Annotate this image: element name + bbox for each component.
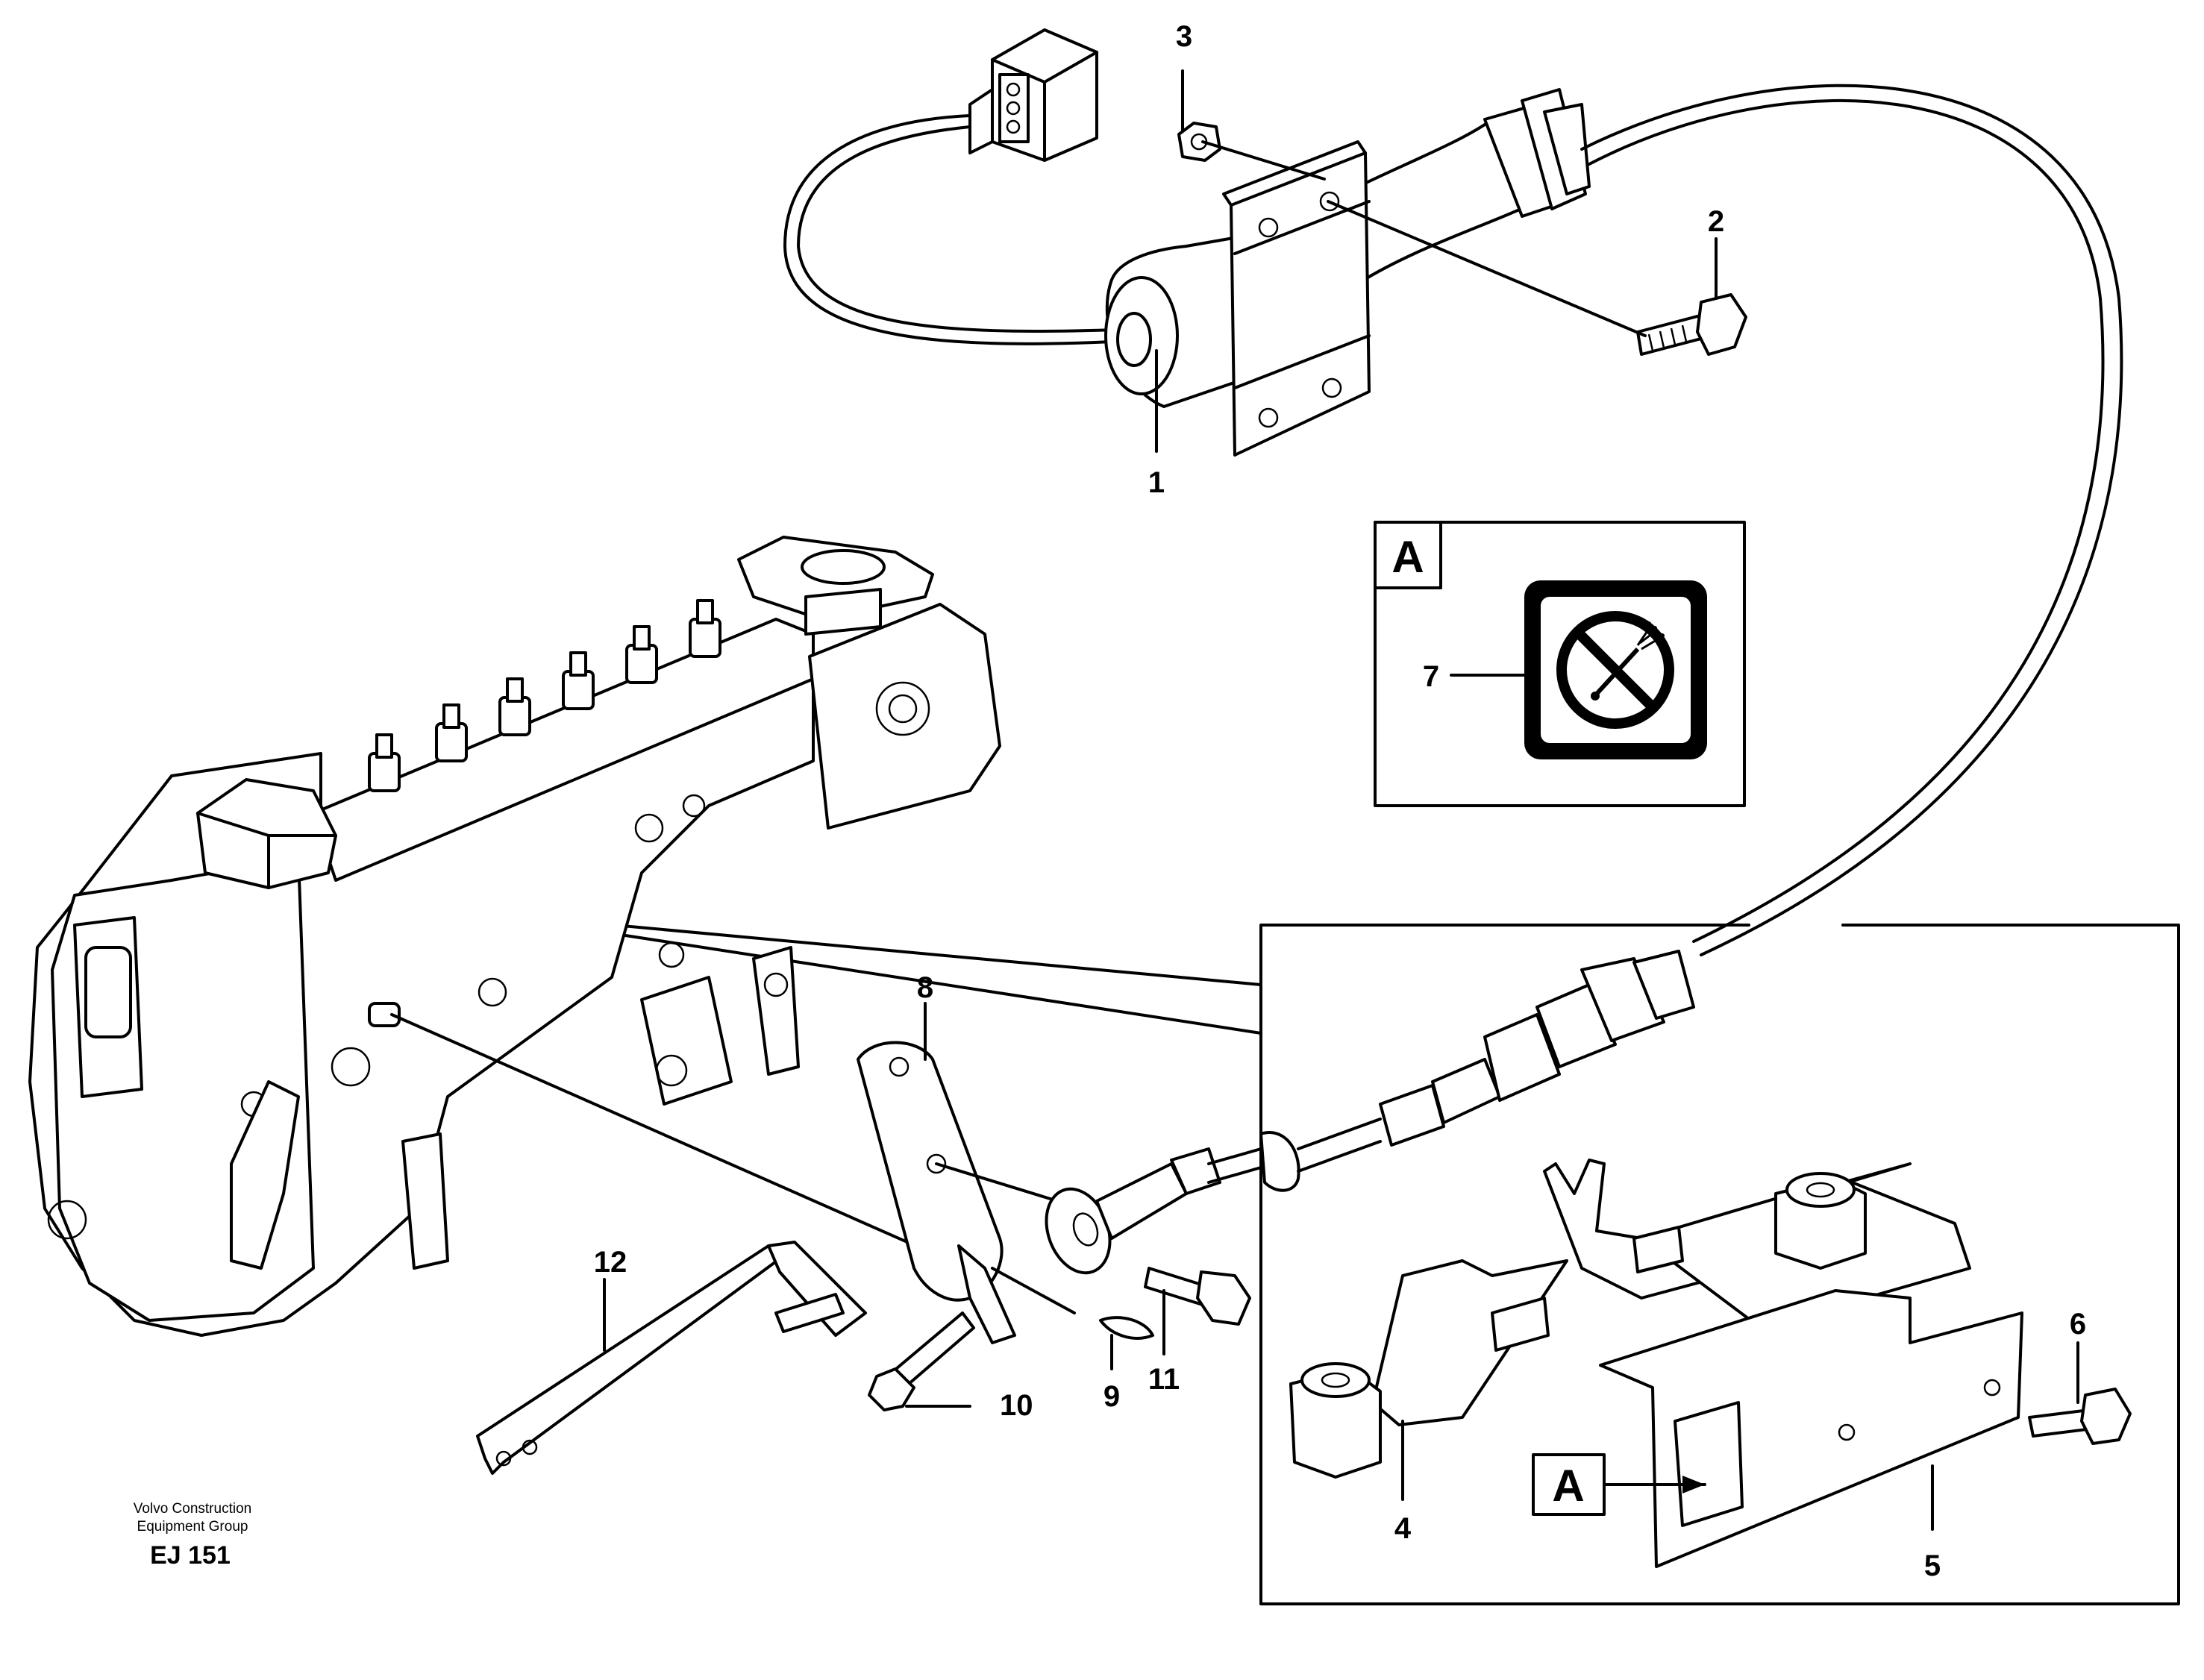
bolt-part-6 xyxy=(2028,1388,2132,1445)
decal-part-7 xyxy=(1524,580,1707,759)
footer-company-line2: Equipment Group xyxy=(137,1519,248,1535)
detail-marker-a: A xyxy=(1391,532,1424,582)
cable-end xyxy=(1045,950,1695,1275)
bolt-part-2 xyxy=(1636,293,1747,356)
stop-solenoid xyxy=(1104,88,1591,457)
connector-plug xyxy=(968,28,1098,162)
callout-8: 8 xyxy=(917,971,933,1004)
callout-11: 11 xyxy=(1148,1363,1180,1396)
footer-company-line1: Volvo Construction xyxy=(134,1501,251,1517)
clip-part-9 xyxy=(1099,1316,1154,1340)
control-cable xyxy=(1580,84,2123,956)
callout-3: 3 xyxy=(1176,20,1192,53)
lever-part-8 xyxy=(857,1041,1016,1344)
callout-leaders xyxy=(603,69,2079,1531)
callout-5: 5 xyxy=(1924,1549,1941,1582)
cover-plate-part-5 xyxy=(1599,1289,2023,1568)
fork-bracket-part-4 xyxy=(1289,1159,1971,1479)
solenoid-wire xyxy=(783,114,1158,345)
nut-part-3 xyxy=(1177,122,1221,162)
bolt-part-11 xyxy=(1144,1267,1251,1326)
no-pressure-washing-icon xyxy=(1556,611,1674,729)
callout-6: 6 xyxy=(2070,1308,2086,1341)
detail-box-a xyxy=(1374,521,1746,807)
callout-10: 10 xyxy=(1000,1389,1033,1422)
injection-pump xyxy=(28,536,1001,1337)
detail-frame xyxy=(1259,924,2180,1605)
bracket-part-12 xyxy=(476,1241,867,1475)
bolt-part-10 xyxy=(868,1311,975,1411)
callout-7: 7 xyxy=(1423,660,1439,693)
decal-marker-a: A xyxy=(1552,1461,1584,1511)
callout-2: 2 xyxy=(1708,205,1724,238)
callout-4: 4 xyxy=(1394,1512,1412,1545)
callout-12: 12 xyxy=(594,1246,627,1279)
delivery-valves xyxy=(368,599,721,792)
callout-1: 1 xyxy=(1148,466,1165,499)
footer-drawing-code: EJ 151 xyxy=(150,1541,231,1570)
callout-9: 9 xyxy=(1103,1380,1120,1413)
